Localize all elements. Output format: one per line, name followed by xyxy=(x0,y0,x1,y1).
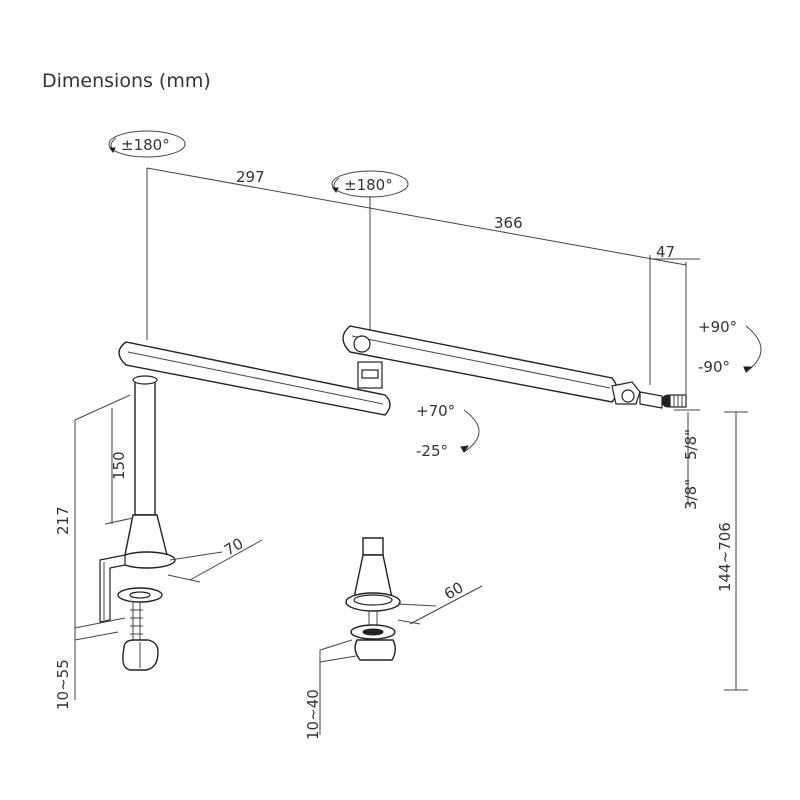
monitor-arm xyxy=(118,325,687,569)
grommet-knob xyxy=(354,639,396,661)
grommet-pole xyxy=(362,537,384,556)
tilt-head xyxy=(611,381,687,409)
tilt-down-label: -25° xyxy=(416,442,448,460)
diagram-title: Dimensions (mm) xyxy=(42,70,211,92)
dim-total-height: 217 xyxy=(54,506,72,535)
dim-pole-height: 150 xyxy=(110,451,128,480)
pan-up-label: +90° xyxy=(698,318,737,336)
dim-height-range: 144~706 xyxy=(716,522,734,592)
dim-arm-segment-1: 297 xyxy=(236,168,265,186)
pole xyxy=(134,379,156,516)
tilt-rotation: +70° -25° xyxy=(416,402,480,460)
dim-head-offset: 47 xyxy=(656,243,675,261)
clamp-base-cone xyxy=(124,514,168,556)
clamp-base-plate xyxy=(118,551,176,569)
clamp-base-width-dim xyxy=(167,539,263,583)
elbow-rotation-label: ±180° xyxy=(344,176,393,194)
arm-segment-1 xyxy=(118,341,391,416)
base-rotation-label: ±180° xyxy=(121,136,170,154)
dim-grommet-base-width: 60 xyxy=(441,578,467,603)
dim-thread-small: 3/8" xyxy=(682,479,700,510)
grommet-base-width-dim xyxy=(397,585,483,625)
elbow-rotation-badge: ±180° xyxy=(331,170,409,198)
left-dimension-lines xyxy=(74,394,134,700)
arm-segment-2 xyxy=(342,325,618,403)
top-dimension-lines xyxy=(146,167,700,405)
dim-arm-segment-2: 366 xyxy=(494,214,523,232)
grommet-mount xyxy=(345,537,401,661)
elbow-pivot xyxy=(353,335,371,353)
right-dimension-lines xyxy=(674,409,748,691)
tilt-up-label: +70° xyxy=(416,402,455,420)
dim-clamp-range: 10~55 xyxy=(54,659,72,710)
grommet-range-dim xyxy=(319,639,357,735)
dim-clamp-base-width: 70 xyxy=(221,534,247,559)
base-rotation-badge: ±180° xyxy=(108,130,186,158)
dim-thread-large: 5/8" xyxy=(682,429,700,460)
dim-grommet-range: 10~40 xyxy=(304,689,322,740)
clamp-mount xyxy=(99,554,163,671)
pan-down-label: -90° xyxy=(698,358,730,376)
pan-rotation: +90° -90° xyxy=(698,318,762,376)
